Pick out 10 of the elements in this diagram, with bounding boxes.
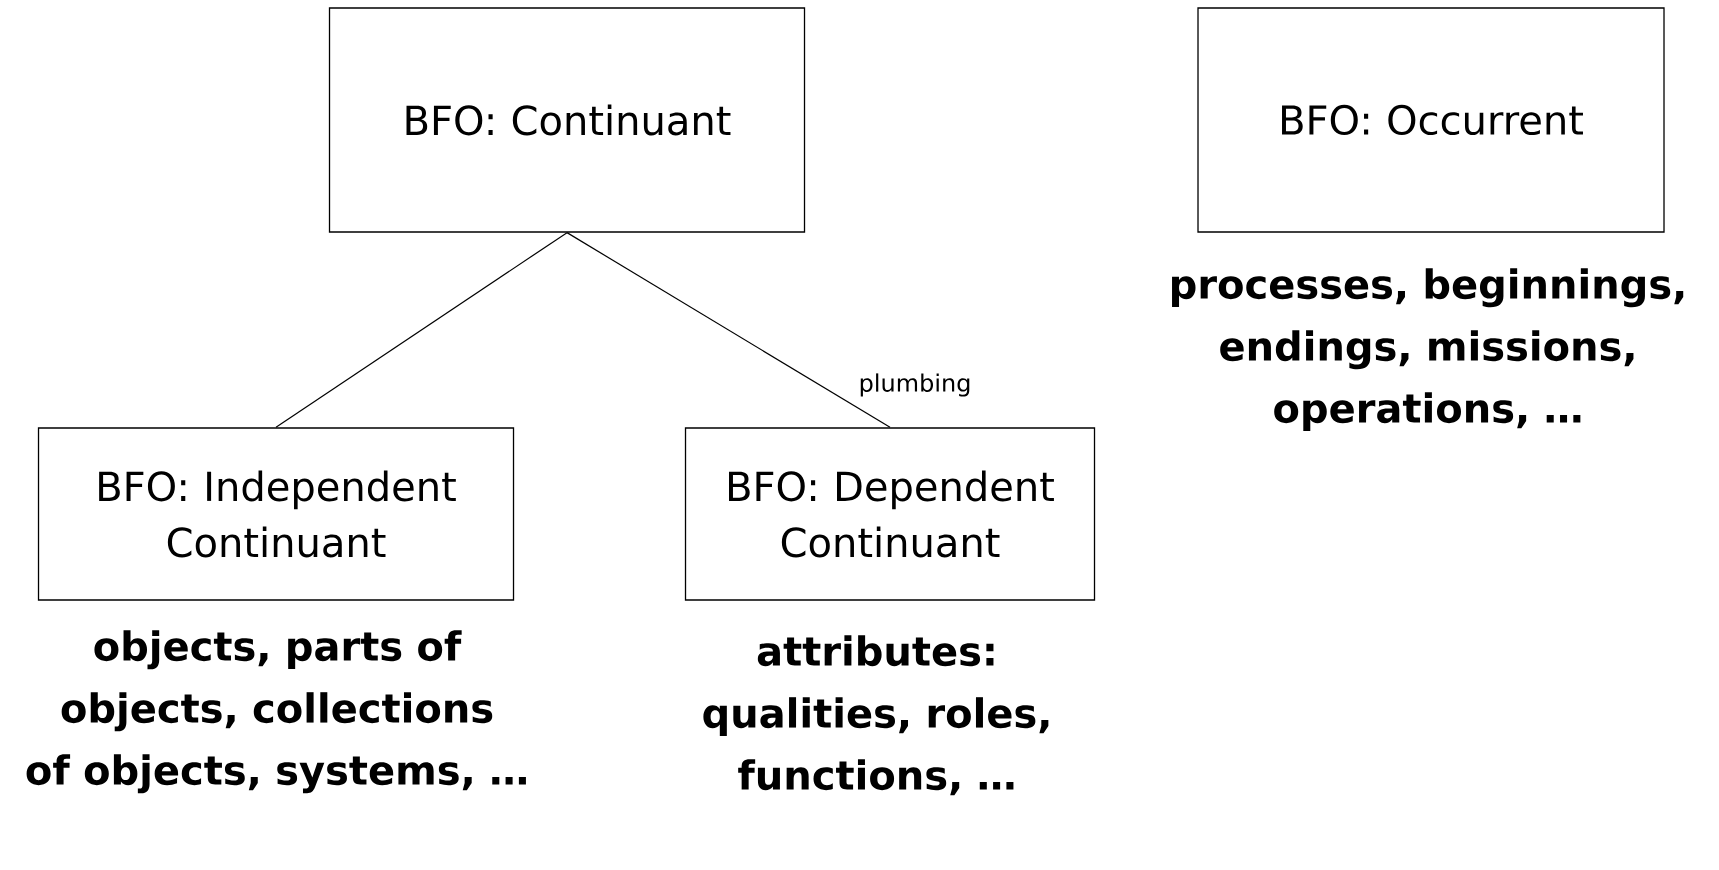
connector-line: [275, 232, 568, 428]
concept-box: BFO: Continuant: [328, 7, 806, 233]
concept-box: BFO: Occurrent: [1197, 7, 1665, 233]
example-text: processes, beginnings, endings, missions, operations, …: [1172, 268, 1684, 431]
concept-box: BFO: Independent Continuant: [37, 427, 515, 601]
example-text: attributes: qualities, roles, functions, …: [703, 635, 1049, 796]
connector-line: [566, 232, 891, 428]
example-text: objects, parts of objects, collections of objects, systems, …: [26, 630, 526, 794]
edge-label: plumbing: [857, 372, 973, 398]
concept-box: BFO: Dependent Continuant: [684, 427, 1096, 601]
